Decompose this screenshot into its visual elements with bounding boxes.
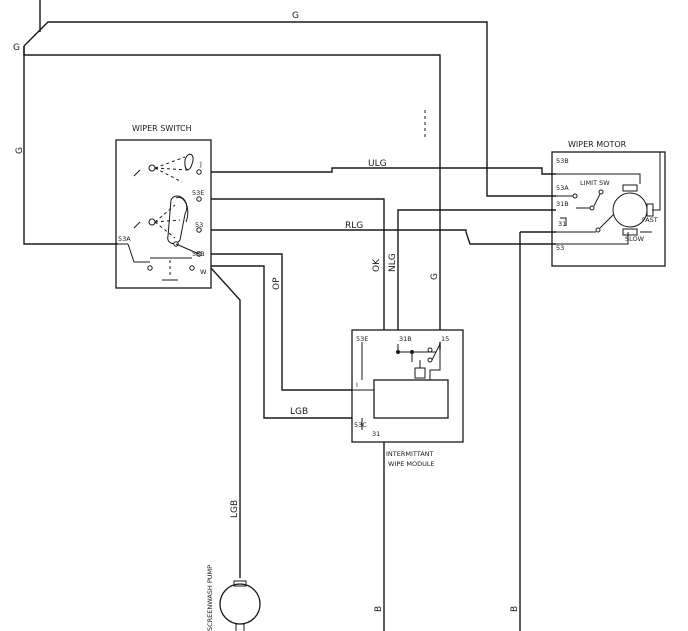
wire-label-g-node: G <box>13 43 20 53</box>
wiper-contact-icon <box>133 195 189 244</box>
wire-label-nlg: NLG <box>388 253 398 272</box>
wire-label-lgb-mid: LGB <box>290 407 308 417</box>
wiper-switch <box>115 139 212 289</box>
switch-terminal-j: J <box>199 160 202 168</box>
switch-terminal-53e: 53E <box>192 189 204 197</box>
washer-pump-title: SCREENWASH PUMP <box>206 565 214 631</box>
switch-terminal-53a: 53A <box>118 235 131 243</box>
wiper-switch-title: WIPER SWITCH <box>132 124 192 133</box>
motor-terminal-31b: 31B <box>556 200 569 208</box>
wire-lgb <box>210 265 352 578</box>
module-title-line2: WIPE MODULE <box>388 460 435 468</box>
wire-label-op: OP <box>272 277 282 290</box>
wire-label-g-right: G <box>430 273 440 280</box>
motor-fast-label: FAST <box>642 216 658 224</box>
motor-slow-label: SLOW <box>625 235 645 243</box>
motor-terminal-31: 31 <box>558 220 566 228</box>
washer-contact-icon <box>133 153 194 183</box>
wiper-motor-title: WIPER MOTOR <box>568 140 627 149</box>
module-terminal-15: 15 <box>441 335 449 343</box>
washer-pump <box>219 580 261 631</box>
wire-b <box>383 231 556 631</box>
motor-terminal-53: 53 <box>556 244 564 252</box>
wire-label-rlg: RLG <box>345 221 363 231</box>
wire-label-b-motor: B <box>510 606 520 612</box>
wire-label-ok: OK <box>372 258 382 272</box>
motor-icon <box>612 184 654 236</box>
wire-label-g-left: G <box>15 147 25 154</box>
wire-nlg <box>397 209 556 330</box>
switch-terminal-w: W <box>200 268 207 276</box>
wire-g <box>23 0 556 350</box>
motor-terminal-53a: 53A <box>556 184 569 192</box>
intermittent-module <box>351 329 464 443</box>
wire-label-lgb-pump: LGB <box>230 500 240 518</box>
wire-label-g-top: G <box>292 11 299 21</box>
wiper-motor <box>551 151 666 267</box>
switch-terminal-53b: 53B <box>192 250 205 258</box>
wire-label-b-module: B <box>374 606 384 612</box>
motor-limit-switch-label: LIMIT SW <box>580 179 610 187</box>
motor-terminal-53b: 53B <box>556 157 569 165</box>
wire-ulg <box>211 167 556 175</box>
module-terminal-53e: 53E <box>356 335 368 343</box>
module-title-line1: INTERMITTANT <box>386 450 434 458</box>
module-terminal-31b: 31B <box>399 335 412 343</box>
switch-terminal-53: 53 <box>195 221 203 229</box>
module-terminal-i: I <box>356 381 358 389</box>
module-terminal-31: 31 <box>372 430 380 438</box>
wire-rlg <box>211 229 556 245</box>
wire-label-ulg: ULG <box>368 159 387 169</box>
module-terminal-53c: 53C <box>354 421 367 429</box>
wire-op <box>211 253 352 391</box>
wire-ok <box>211 198 385 330</box>
